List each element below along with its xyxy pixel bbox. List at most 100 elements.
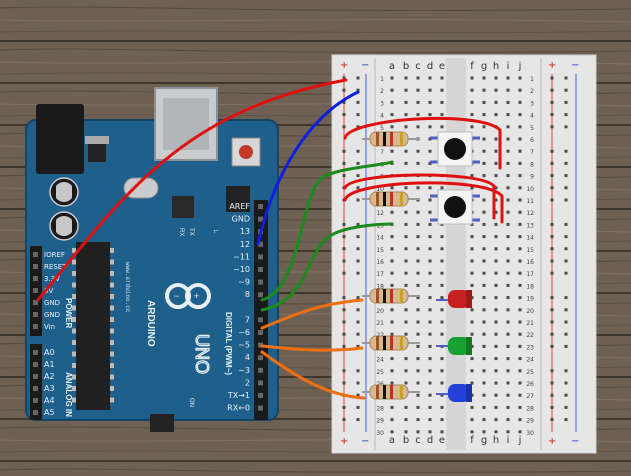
hole xyxy=(416,283,420,287)
capacitors xyxy=(49,177,79,241)
row-label: 4 xyxy=(530,113,534,120)
hole xyxy=(518,393,522,397)
hole xyxy=(390,369,394,373)
pushbutton-2[interactable] xyxy=(430,189,480,225)
column-label: a xyxy=(389,61,395,72)
hole xyxy=(440,393,444,397)
power-pin-label: GND xyxy=(44,299,60,307)
hole xyxy=(416,210,420,214)
hole xyxy=(404,235,408,239)
row-label: 25 xyxy=(376,369,384,376)
column-label: i xyxy=(507,435,510,446)
hole xyxy=(428,332,432,336)
hole xyxy=(404,149,408,153)
rail-hole xyxy=(356,405,360,409)
resistor-band xyxy=(400,336,403,350)
rail-hole xyxy=(550,418,554,422)
hole xyxy=(404,381,408,385)
row-label: 17 xyxy=(526,271,534,278)
hole xyxy=(404,186,408,190)
rail-plus-top-right: + xyxy=(548,60,556,71)
hole xyxy=(404,332,408,336)
header-pin xyxy=(33,398,38,403)
analog-header xyxy=(30,344,42,420)
rail-hole xyxy=(356,344,360,348)
hole xyxy=(416,149,420,153)
rail-hole xyxy=(356,88,360,92)
rail-minus-top-right: − xyxy=(571,60,579,71)
hole xyxy=(428,222,432,226)
hole xyxy=(482,210,486,214)
rx-led-label: RX xyxy=(178,228,184,236)
rail-hole xyxy=(342,161,346,165)
hole xyxy=(428,210,432,214)
resistor-body xyxy=(369,335,409,351)
hole xyxy=(416,381,420,385)
hole xyxy=(506,210,510,214)
header-pins xyxy=(33,204,263,415)
hole xyxy=(482,405,486,409)
hole xyxy=(506,283,510,287)
hole xyxy=(416,88,420,92)
hole xyxy=(428,369,432,373)
digital-pin-label: ~9 xyxy=(238,278,250,287)
hole xyxy=(416,259,420,263)
hole xyxy=(404,210,408,214)
chip-pin xyxy=(72,340,76,345)
hole xyxy=(494,259,498,263)
row-label: 20 xyxy=(526,308,534,315)
hole xyxy=(404,88,408,92)
smd-chip xyxy=(172,196,194,218)
chip-pin xyxy=(110,386,114,391)
chip-pin xyxy=(110,248,114,253)
hole xyxy=(518,344,522,348)
hole xyxy=(390,357,394,361)
hole xyxy=(470,308,474,312)
row-label: 9 xyxy=(530,174,534,181)
row-label: 25 xyxy=(526,369,534,376)
hole xyxy=(428,235,432,239)
hole xyxy=(518,210,522,214)
hole xyxy=(506,222,510,226)
rail-hole xyxy=(564,88,568,92)
hole xyxy=(390,405,394,409)
hole xyxy=(494,393,498,397)
hole xyxy=(506,149,510,153)
hole xyxy=(390,259,394,263)
row-label: 28 xyxy=(376,405,384,412)
header-pin xyxy=(258,241,263,247)
hole xyxy=(416,418,420,422)
hole xyxy=(440,320,444,324)
row-label: 10 xyxy=(526,186,534,193)
hole xyxy=(506,76,510,80)
hole xyxy=(494,344,498,348)
rail-hole xyxy=(356,198,360,202)
hole xyxy=(494,161,498,165)
hole xyxy=(428,308,432,312)
hole xyxy=(506,125,510,129)
digital-pin-label: ~5 xyxy=(238,341,250,350)
header-pin xyxy=(33,288,38,293)
row-label: 27 xyxy=(526,393,534,400)
hole xyxy=(482,418,486,422)
hole xyxy=(390,125,394,129)
rail-hole xyxy=(550,369,554,373)
hole xyxy=(518,125,522,129)
rail-hole xyxy=(342,418,346,422)
hole xyxy=(506,161,510,165)
row-label: 26 xyxy=(526,381,534,388)
rail-hole xyxy=(356,186,360,190)
hole xyxy=(428,271,432,275)
hole xyxy=(518,186,522,190)
hole xyxy=(506,113,510,117)
hole xyxy=(494,283,498,287)
rail-hole xyxy=(356,308,360,312)
hole xyxy=(440,88,444,92)
hole xyxy=(518,405,522,409)
rail-hole xyxy=(564,344,568,348)
pushbutton-1[interactable] xyxy=(430,131,480,167)
row-label: 21 xyxy=(526,320,534,327)
rail-hole xyxy=(564,393,568,397)
rail-hole xyxy=(342,381,346,385)
row-label: 20 xyxy=(376,308,384,315)
